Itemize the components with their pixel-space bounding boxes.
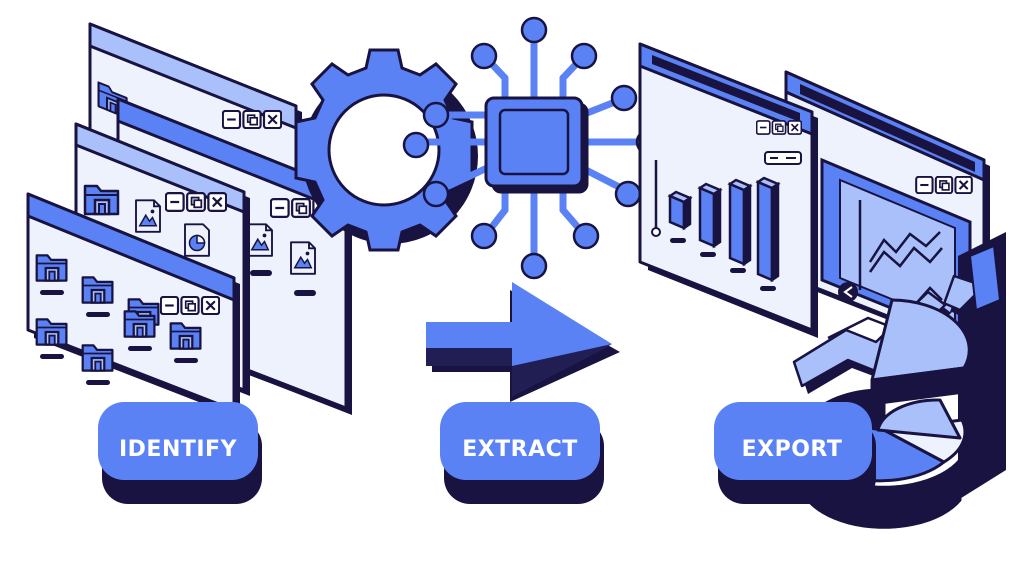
window-controls[interactable]: [756, 120, 802, 135]
export-windows: [638, 42, 1006, 529]
gear-icon: [294, 48, 478, 252]
image-file-icon: [246, 223, 274, 257]
file-window-front: [26, 192, 240, 418]
window-controls[interactable]: [222, 110, 282, 129]
folder-icon: [81, 344, 114, 372]
chip-icon: [402, 16, 663, 280]
folder-icon: [35, 254, 68, 282]
stage-identify-label: IDENTIFY: [119, 437, 238, 462]
folder-icon: [123, 310, 156, 338]
image-file-icon: [289, 241, 317, 275]
stage-extract-button[interactable]: EXTRACT: [440, 402, 604, 504]
window-controls[interactable]: [915, 176, 973, 194]
dashboard-window-back: [784, 70, 990, 360]
stage-export-label: EXPORT: [742, 437, 843, 462]
folder-icon: [83, 184, 120, 216]
line-chart-icon: [858, 200, 943, 290]
folder-icon: [169, 322, 202, 350]
window-controls[interactable]: [160, 296, 220, 315]
folder-icon: [81, 276, 114, 304]
arrow-right-icon: [426, 282, 620, 402]
bar-chart-window: [638, 42, 818, 338]
stage-identify-button[interactable]: IDENTIFY: [98, 402, 262, 504]
window-controls[interactable]: [165, 192, 227, 212]
stage-extract-label: EXTRACT: [462, 437, 578, 462]
image-file-icon: [134, 199, 162, 233]
pie-file-icon: [183, 223, 211, 257]
folder-icon: [35, 318, 68, 346]
identify-windows: [26, 22, 352, 418]
stage-export-button[interactable]: EXPORT: [714, 402, 876, 504]
bar-chart-icon: [667, 176, 781, 283]
